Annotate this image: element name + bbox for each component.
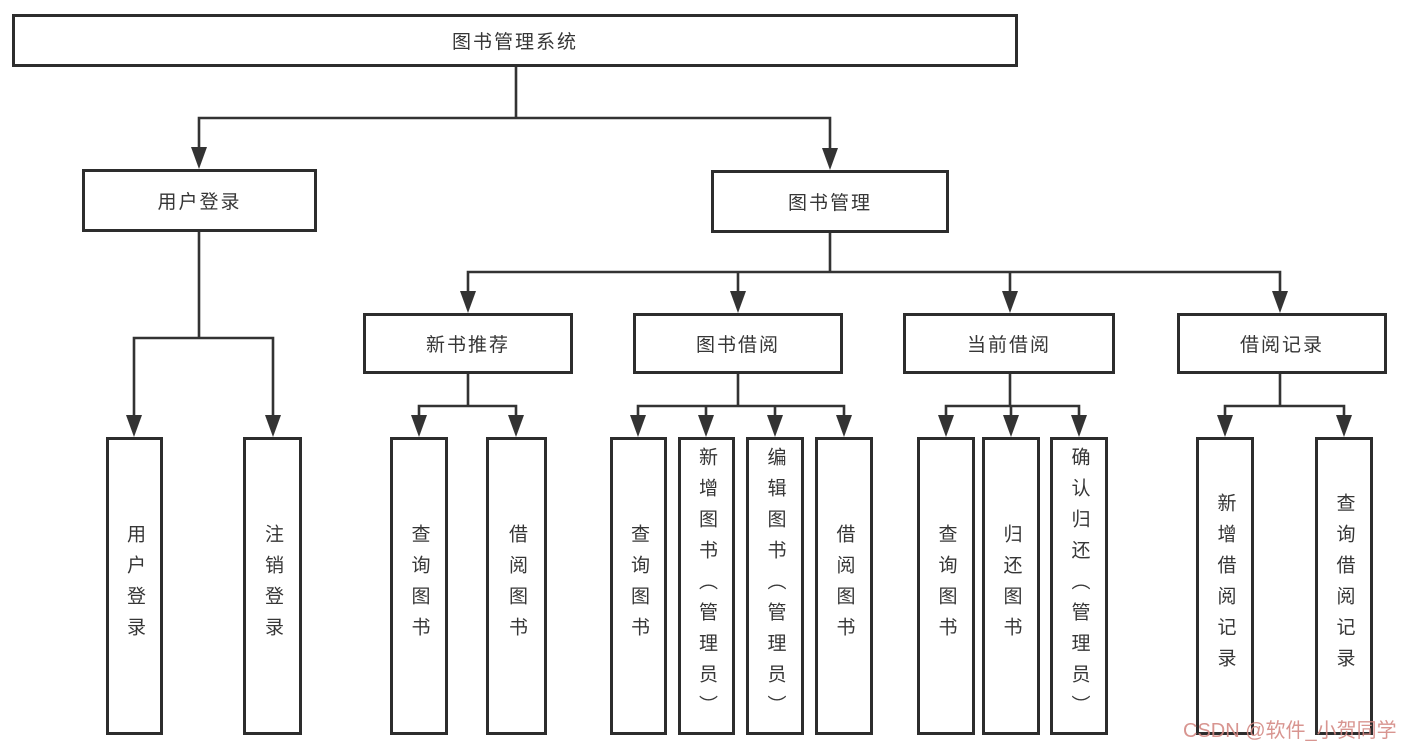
node-label: 新书推荐	[425, 335, 510, 356]
level3-node-current-borrow: 当前借阅	[903, 313, 1115, 374]
arrowhead-icon	[938, 415, 954, 437]
connector-bookmgmt-to-level3	[466, 231, 1282, 296]
root-node-library-system: 图书管理系统	[12, 14, 1018, 67]
leaf-node-query-books-3: 查询图书	[917, 437, 975, 735]
arrowhead-icons	[126, 147, 1352, 437]
node-label: 图书管理	[787, 193, 872, 214]
node-label: 借阅图书	[833, 524, 855, 648]
connector-root-to-level2	[197, 65, 832, 153]
leaf-node-confirm-return-admin: 确认归还（管理员）	[1050, 437, 1108, 735]
arrowhead-icon	[126, 415, 142, 437]
node-label: 新增图书（管理员）	[696, 446, 717, 726]
node-label: 归还图书	[1000, 524, 1022, 648]
arrowhead-icon	[460, 291, 476, 313]
node-label: 注销登录	[262, 524, 283, 648]
arrowhead-icon	[411, 415, 427, 437]
leaf-node-query-borrow-record: 查询借阅记录	[1315, 437, 1373, 735]
node-label: 查询图书	[935, 524, 957, 648]
node-label: 查询图书	[408, 524, 430, 648]
arrowhead-icon	[822, 148, 838, 170]
node-label: 确认归还（管理员）	[1068, 446, 1090, 726]
node-label: 用户登录	[124, 524, 145, 648]
arrowhead-icon	[836, 415, 852, 437]
node-label: 图书管理系统	[451, 32, 578, 53]
arrowhead-icon	[1003, 415, 1019, 437]
arrowhead-icon	[191, 147, 207, 169]
node-label: 借阅记录	[1239, 335, 1324, 356]
node-label: 查询图书	[628, 524, 649, 648]
leaf-node-return-books: 归还图书	[982, 437, 1040, 735]
level2-node-book-management: 图书管理	[711, 170, 949, 233]
leaf-node-edit-books-admin: 编辑图书（管理员）	[746, 437, 804, 735]
connector-records-to-leaves	[1223, 372, 1346, 420]
leaf-node-add-books-admin: 新增图书（管理员）	[678, 437, 735, 735]
node-label: 查询借阅记录	[1333, 493, 1355, 679]
arrowhead-icon	[1272, 291, 1288, 313]
arrowhead-icon	[508, 415, 524, 437]
level3-node-new-book-recommend: 新书推荐	[363, 313, 573, 374]
connector-current-to-leaves	[944, 372, 1081, 420]
arrowhead-icon	[1071, 415, 1087, 437]
connector-userlogin-to-leaves	[132, 230, 275, 420]
arrowhead-icon	[730, 291, 746, 313]
node-label: 编辑图书（管理员）	[764, 446, 786, 726]
leaf-node-query-books: 查询图书	[390, 437, 448, 735]
leaf-node-query-books-2: 查询图书	[610, 437, 667, 735]
arrowhead-icon	[698, 415, 714, 437]
arrowhead-icon	[1002, 291, 1018, 313]
node-label: 当前借阅	[966, 335, 1051, 356]
leaf-node-borrow-books-2: 借阅图书	[815, 437, 873, 735]
arrowhead-icon	[1336, 415, 1352, 437]
leaf-node-borrow-books: 借阅图书	[486, 437, 547, 735]
arrowhead-icon	[767, 415, 783, 437]
node-label: 用户登录	[157, 192, 242, 213]
node-label: 新增借阅记录	[1214, 493, 1236, 679]
arrowhead-icon	[630, 415, 646, 437]
level3-node-borrow-records: 借阅记录	[1177, 313, 1387, 374]
node-label: 图书借阅	[695, 335, 780, 356]
csdn-watermark: CSDN @软件_小贺同学	[1183, 720, 1397, 742]
level2-node-user-login: 用户登录	[82, 169, 317, 232]
arrowhead-icon	[1217, 415, 1233, 437]
level3-node-book-borrow: 图书借阅	[633, 313, 843, 374]
leaf-node-user-login: 用户登录	[106, 437, 163, 735]
connector-recommend-to-leaves	[417, 372, 518, 420]
leaf-node-add-borrow-record: 新增借阅记录	[1196, 437, 1254, 735]
leaf-node-logout: 注销登录	[243, 437, 302, 735]
connector-borrow-to-leaves	[636, 372, 846, 420]
node-label: 借阅图书	[506, 524, 527, 648]
arrowhead-icon	[265, 415, 281, 437]
